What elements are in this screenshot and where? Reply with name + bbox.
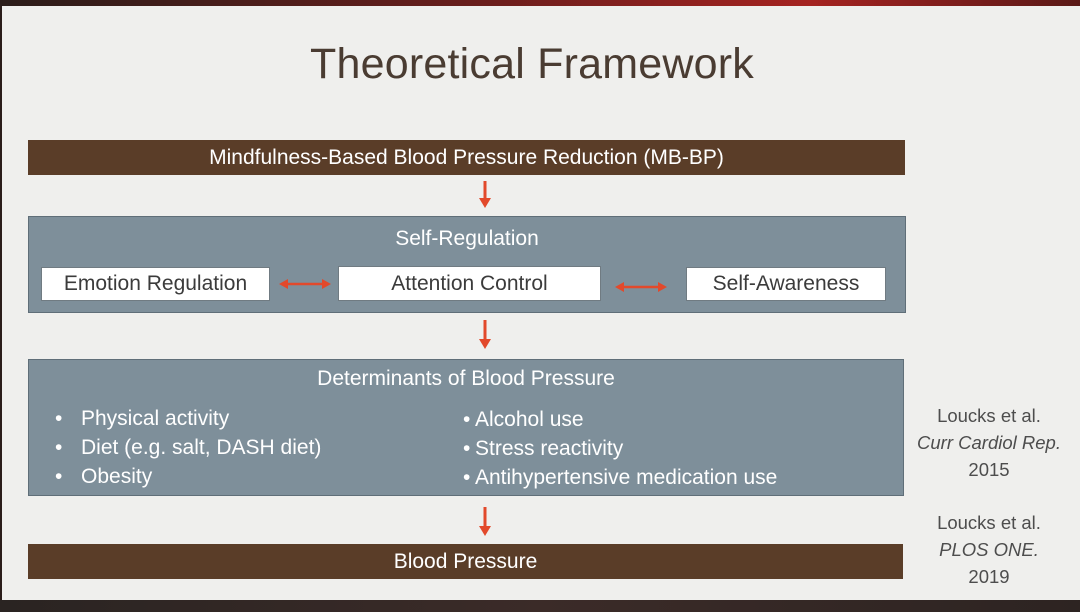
down-arrow-icon [479, 507, 491, 536]
self-regulation-box: Self-Regulation Emotion Regulation Atten… [28, 216, 906, 313]
list-item: •Stress reactivity [463, 437, 624, 460]
citation-journal: PLOS ONE. [939, 539, 1039, 560]
list-item: •Physical activity [55, 407, 230, 430]
slide-title: Theoretical Framework [310, 40, 754, 88]
down-arrow-icon [479, 181, 491, 208]
determinants-heading: Determinants of Blood Pressure [317, 367, 615, 390]
double-arrow-icon [279, 279, 331, 289]
attention-control-box: Attention Control [338, 266, 601, 301]
determinants-box: Determinants of Blood Pressure •Physical… [28, 359, 904, 496]
citation-2019: Loucks et al. PLOS ONE. 2019 [914, 509, 1064, 590]
citation-authors: Loucks et al. [937, 512, 1041, 533]
slide: Theoretical Framework Mindfulness-Based … [2, 6, 1080, 606]
list-item: •Diet (e.g. salt, DASH diet) [55, 436, 322, 459]
citation-journal: Curr Cardiol Rep. [917, 432, 1061, 453]
blood-pressure-bar: Blood Pressure [28, 544, 903, 579]
list-item: •Alcohol use [463, 408, 584, 431]
self-awareness-box: Self-Awareness [686, 267, 886, 301]
citation-authors: Loucks et al. [937, 405, 1041, 426]
double-arrow-icon [615, 282, 667, 292]
citation-year: 2019 [968, 566, 1010, 587]
window-bottom-strip [0, 600, 1080, 612]
list-item: •Antihypertensive medication use [463, 466, 778, 489]
down-arrow-icon [479, 320, 491, 349]
emotion-regulation-box: Emotion Regulation [41, 267, 270, 301]
determinants-left-list: •Physical activity •Diet (e.g. salt, DAS… [55, 404, 321, 491]
citation-year: 2015 [968, 459, 1010, 480]
list-item: •Obesity [55, 465, 153, 488]
citation-2015: Loucks et al. Curr Cardiol Rep. 2015 [914, 402, 1064, 483]
self-regulation-heading: Self-Regulation [395, 227, 539, 250]
mbbp-bar: Mindfulness-Based Blood Pressure Reducti… [28, 140, 905, 175]
determinants-right-list: •Alcohol use •Stress reactivity •Antihyp… [463, 405, 777, 492]
window-top-strip [0, 0, 1080, 8]
